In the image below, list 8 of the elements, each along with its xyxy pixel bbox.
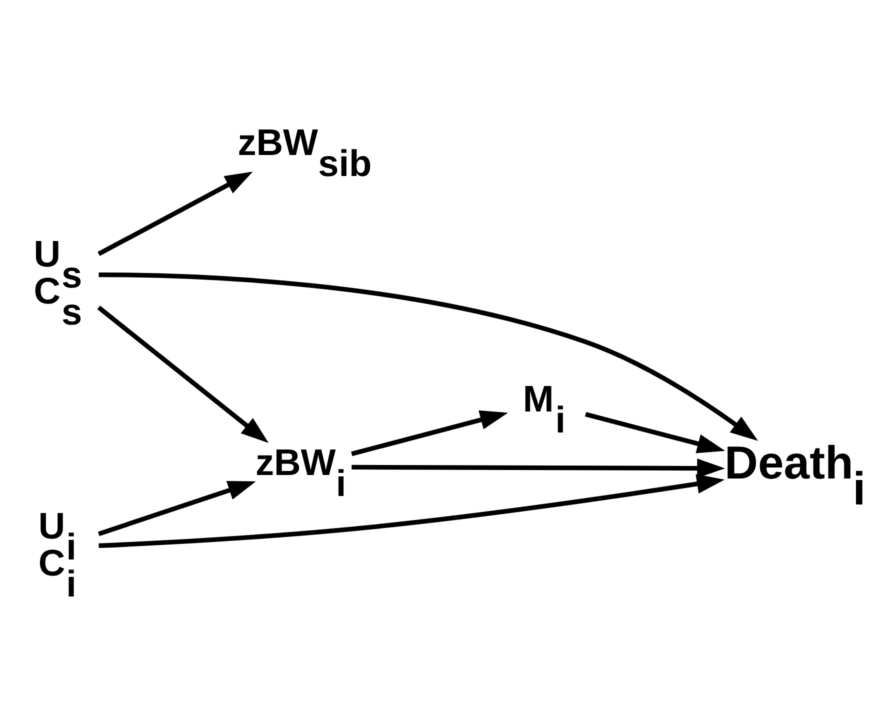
arrow xyxy=(98,272,758,440)
arrow xyxy=(97,480,256,536)
arrow xyxy=(351,458,724,478)
arrow xyxy=(98,474,724,548)
arrow xyxy=(350,410,508,456)
arrow xyxy=(96,305,268,442)
arrow xyxy=(97,171,252,256)
arrow xyxy=(584,412,725,453)
